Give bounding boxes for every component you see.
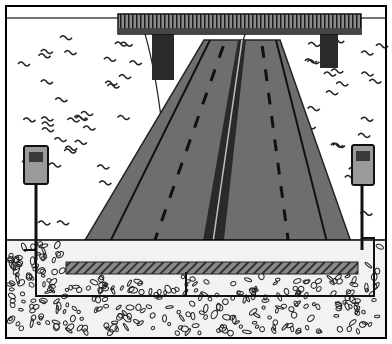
sensor-icon <box>24 146 48 184</box>
lane-dash <box>272 116 274 128</box>
gravel-ground <box>6 240 386 338</box>
lane-dash <box>284 209 286 221</box>
lane-dash <box>262 46 264 58</box>
lane-dash <box>265 69 267 81</box>
bridge-pier-left <box>152 30 174 80</box>
bridge-beam <box>118 28 361 34</box>
bridge-pier-right <box>320 30 338 68</box>
lane-dash <box>278 163 280 175</box>
lane-dash <box>275 139 277 151</box>
road-base-top <box>66 262 358 274</box>
lane-dash <box>281 186 283 198</box>
lane-dash <box>269 93 271 105</box>
